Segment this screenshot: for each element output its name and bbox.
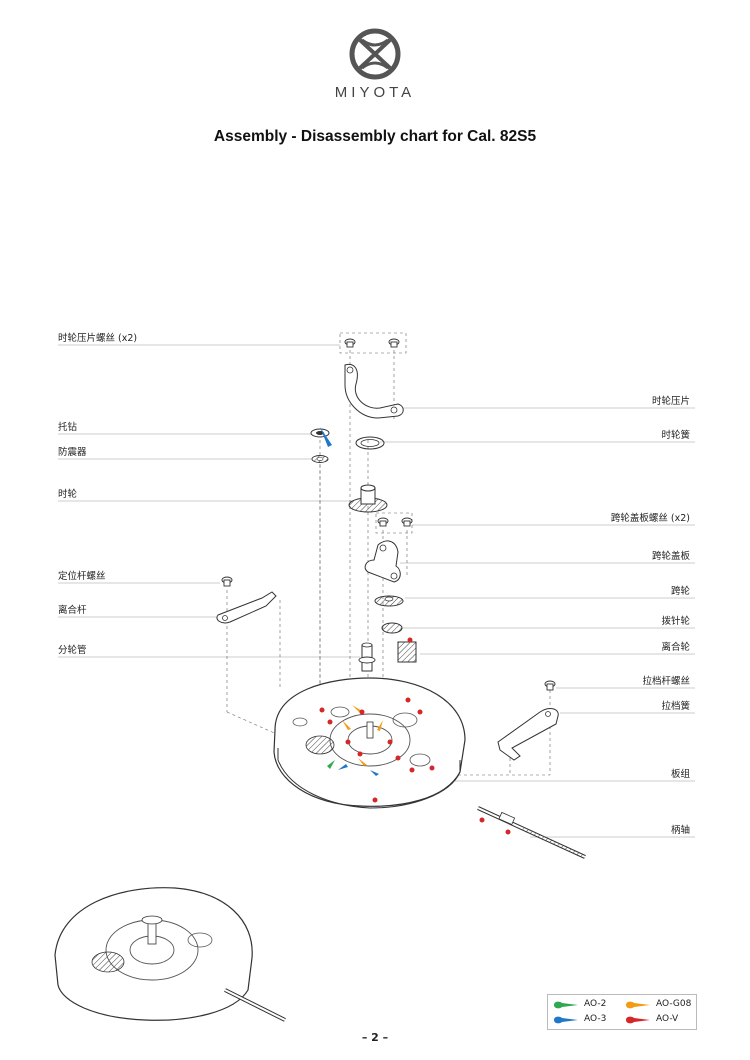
legend-label-ao-v: AO-V — [656, 1014, 679, 1024]
label-hour-wheel-plate-screw: 时轮压片螺丝 (x2) — [58, 333, 138, 344]
oil-legend: AO-2 AO-G08 AO-3 AO-V — [547, 994, 697, 1030]
oil-marker-ao-g08 — [626, 1001, 650, 1009]
legend-label-ao-2: AO-2 — [584, 999, 607, 1009]
label-shock-absorber: 防震器 — [58, 447, 87, 458]
label-hour-wheel-spring: 时轮簧 — [661, 430, 690, 441]
label-jewel-cap: 托钻 — [58, 422, 78, 433]
label-setting-lever-screw: 定位杆螺丝 — [58, 571, 106, 582]
oil-marker-ao-3 — [554, 1016, 578, 1024]
oil-marker-ao-v — [626, 1016, 650, 1024]
label-cannon-pinion: 分轮管 — [58, 645, 87, 656]
legend-label-ao-3: AO-3 — [584, 1014, 607, 1024]
label-hour-wheel-plate: 时轮压片 — [651, 396, 690, 407]
brand-name: MIYOTA — [334, 84, 416, 101]
label-winding-stem: 柄轴 — [670, 825, 690, 836]
legend-label-ao-g08: AO-G08 — [656, 999, 692, 1009]
label-minute-wheel-bridge: 跨轮盖板 — [651, 551, 690, 562]
label-hour-wheel: 时轮 — [58, 489, 78, 500]
label-clutch-lever: 离合杆 — [58, 605, 87, 616]
page-title: Assembly - Disassembly chart for Cal. 82… — [213, 128, 537, 145]
label-minute-wheel-bridge-screw: 跨轮盖板螺丝 (x2) — [610, 513, 690, 524]
label-yoke-screw: 拉档杆螺丝 — [642, 676, 690, 687]
oil-marker-ao-2 — [554, 1001, 578, 1009]
label-yoke-spring: 拉档簧 — [661, 701, 690, 712]
label-clutch-wheel: 离合轮 — [661, 642, 690, 653]
oil-legend-markers — [554, 1001, 650, 1024]
page-number: – 2 – — [361, 1031, 389, 1044]
label-setting-wheel: 拨针轮 — [661, 616, 690, 627]
label-plate-assembly: 板组 — [670, 769, 690, 780]
label-minute-wheel: 跨轮 — [670, 586, 690, 597]
